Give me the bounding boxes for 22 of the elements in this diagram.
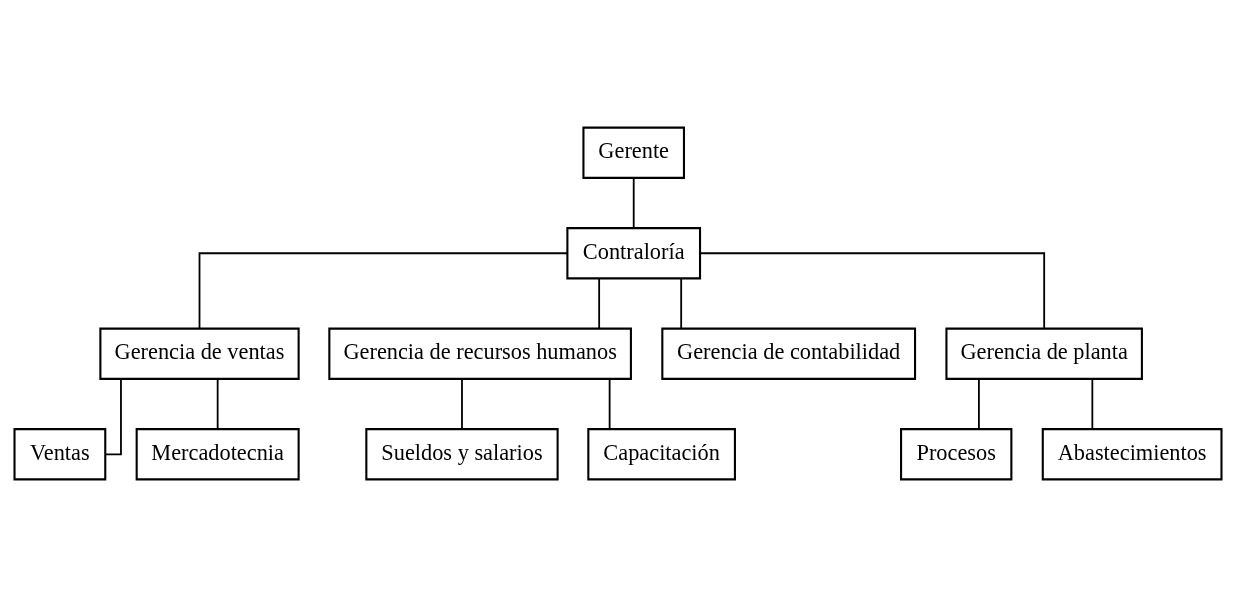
node-box: Gerente [582, 126, 685, 179]
connector [216, 378, 219, 430]
node-box: Gerencia de planta [945, 327, 1143, 380]
connector [978, 378, 980, 430]
node-box: Gerencia de recursos humanos [328, 327, 632, 380]
node-box: Capacitación [587, 428, 736, 481]
connector [699, 252, 1046, 330]
connector [1091, 378, 1094, 430]
node-box: Sueldos y salarios [365, 428, 559, 481]
node-box: Abastecimientos [1041, 428, 1223, 481]
connector [598, 277, 601, 329]
node-box: Gerencia de contabilidad [661, 327, 917, 380]
connector [461, 378, 463, 430]
node-box: Procesos [900, 428, 1013, 481]
connector [198, 252, 569, 330]
node-box: Ventas [13, 428, 107, 481]
connector [632, 177, 635, 229]
node-box: Contraloría [566, 227, 702, 280]
node-box: Mercadotecnia [135, 428, 300, 481]
node-box: Gerencia de ventas [99, 327, 300, 380]
connector [680, 277, 683, 329]
connector [608, 378, 611, 430]
